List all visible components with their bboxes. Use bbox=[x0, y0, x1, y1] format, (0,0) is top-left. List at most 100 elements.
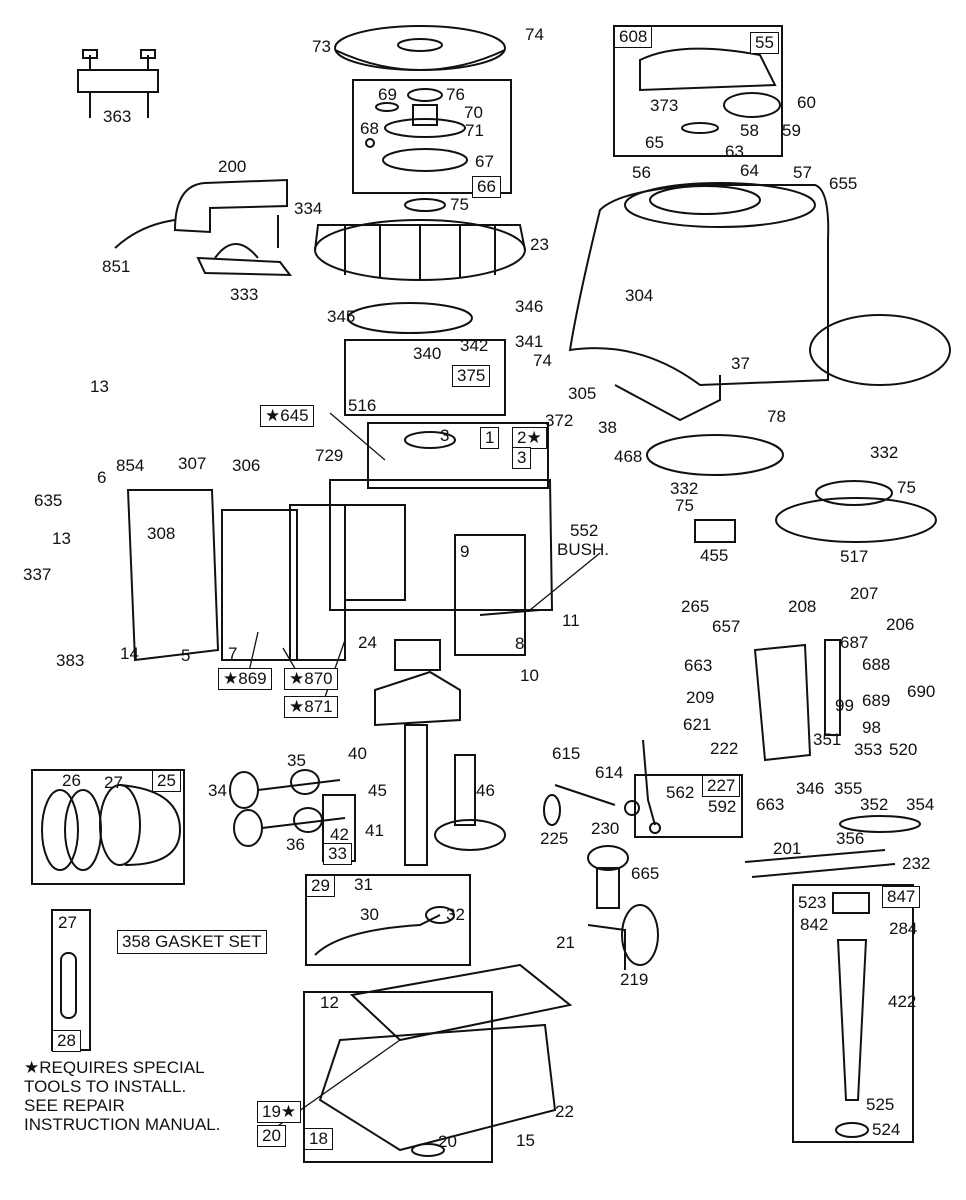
part-23-flywheel bbox=[314, 219, 526, 281]
label-304: 304 bbox=[625, 286, 654, 305]
part-200-air-vane bbox=[114, 178, 293, 277]
label-871: ★871 bbox=[284, 696, 338, 718]
label-21: 21 bbox=[556, 933, 575, 952]
label-55: 55 bbox=[750, 32, 779, 54]
label-552: 552 bbox=[570, 521, 599, 540]
label-bush: BUSH. bbox=[557, 540, 609, 559]
label-38: 38 bbox=[598, 418, 617, 437]
part-18-sump bbox=[318, 963, 573, 1157]
label-24: 24 bbox=[358, 633, 377, 652]
label-13: 13 bbox=[90, 377, 109, 396]
label-842: 842 bbox=[800, 915, 829, 934]
label-332: 332 bbox=[870, 443, 899, 462]
label-3b: 3 bbox=[512, 447, 532, 469]
part-847-dipstick-tube bbox=[832, 892, 870, 1138]
label-363: 363 bbox=[103, 107, 132, 126]
label-71: 71 bbox=[465, 121, 484, 140]
label-353: 353 bbox=[854, 740, 883, 759]
label-10: 10 bbox=[520, 666, 539, 685]
label-64: 64 bbox=[740, 161, 759, 180]
label-383: 383 bbox=[56, 651, 85, 670]
part-66-clutch-box bbox=[352, 79, 512, 194]
part-75-washer bbox=[404, 198, 446, 212]
label-12: 12 bbox=[320, 993, 339, 1012]
label-75b: 75 bbox=[675, 496, 694, 515]
label-307: 307 bbox=[178, 454, 207, 473]
label-18: 18 bbox=[304, 1128, 333, 1150]
label-333: 333 bbox=[230, 285, 259, 304]
label-11: 11 bbox=[562, 611, 580, 630]
label-67: 67 bbox=[475, 152, 494, 171]
label-9: 9 bbox=[460, 542, 470, 561]
label-645: ★645 bbox=[260, 405, 314, 427]
label-20b: 20 bbox=[438, 1132, 457, 1151]
label-222: 222 bbox=[710, 739, 739, 758]
label-78: 78 bbox=[767, 407, 786, 426]
label-58: 58 bbox=[740, 121, 759, 140]
label-562: 562 bbox=[666, 783, 695, 802]
label-225: 225 bbox=[540, 829, 569, 848]
label-20: 20 bbox=[257, 1125, 286, 1147]
label-524: 524 bbox=[872, 1120, 901, 1139]
label-635: 635 bbox=[34, 491, 63, 510]
label-56: 56 bbox=[632, 163, 651, 182]
label-31: 31 bbox=[354, 875, 373, 894]
part-26-rings bbox=[41, 784, 182, 871]
label-3: 3 bbox=[440, 426, 450, 445]
label-525: 525 bbox=[866, 1095, 895, 1114]
label-209: 209 bbox=[686, 688, 715, 707]
label-74: 74 bbox=[525, 25, 544, 44]
label-23: 23 bbox=[530, 235, 549, 254]
label-688: 688 bbox=[862, 655, 891, 674]
label-523: 523 bbox=[798, 893, 827, 912]
label-25: 25 bbox=[152, 770, 181, 792]
part-227-lever bbox=[642, 739, 661, 834]
label-76: 76 bbox=[446, 85, 465, 104]
part-66-clutch-assembly bbox=[365, 88, 468, 172]
label-306: 306 bbox=[232, 456, 261, 475]
part-28-piston-pin bbox=[60, 952, 77, 1019]
label-854: 854 bbox=[116, 456, 145, 475]
label-8: 8 bbox=[515, 634, 525, 653]
label-36: 36 bbox=[286, 835, 305, 854]
label-7: 7 bbox=[228, 644, 238, 663]
part-rope-screen bbox=[809, 314, 951, 386]
label-15: 15 bbox=[516, 1131, 535, 1150]
label-22: 22 bbox=[555, 1102, 574, 1121]
label-37: 37 bbox=[731, 354, 750, 373]
part-1-crankcase bbox=[329, 422, 554, 611]
label-615: 615 bbox=[552, 744, 581, 763]
label-42: 42 bbox=[330, 825, 349, 844]
label-19: 19★ bbox=[257, 1101, 302, 1123]
leader-lines bbox=[247, 412, 601, 1136]
label-372: 372 bbox=[545, 411, 574, 430]
label-305: 305 bbox=[568, 384, 597, 403]
part-29-connecting-rod-box bbox=[305, 874, 471, 966]
label-614: 614 bbox=[595, 763, 624, 782]
label-75: 75 bbox=[450, 195, 469, 214]
part-55-starter bbox=[639, 47, 781, 134]
label-337: 337 bbox=[23, 565, 52, 584]
label-46: 46 bbox=[476, 781, 495, 800]
label-59: 59 bbox=[782, 121, 801, 140]
part-73-rotating-screen bbox=[334, 25, 506, 71]
label-5: 5 bbox=[181, 646, 191, 665]
label-27b: 27 bbox=[58, 913, 77, 932]
label-334: 334 bbox=[294, 199, 323, 218]
label-265: 265 bbox=[681, 597, 710, 616]
label-32: 32 bbox=[446, 905, 465, 924]
label-354: 354 bbox=[906, 795, 935, 814]
label-201: 201 bbox=[773, 839, 802, 858]
part-345-plate bbox=[347, 302, 473, 334]
label-340: 340 bbox=[413, 344, 442, 363]
part-847-dipstick-box bbox=[792, 884, 914, 1143]
part-225-control-lever bbox=[543, 784, 640, 826]
label-356: 356 bbox=[836, 829, 865, 848]
label-99: 99 bbox=[835, 696, 854, 715]
part-356-spring bbox=[839, 815, 921, 833]
label-345: 345 bbox=[327, 307, 356, 326]
label-455: 455 bbox=[700, 546, 729, 565]
label-468: 468 bbox=[614, 447, 643, 466]
label-592: 592 bbox=[708, 797, 737, 816]
label-341: 341 bbox=[515, 332, 544, 351]
